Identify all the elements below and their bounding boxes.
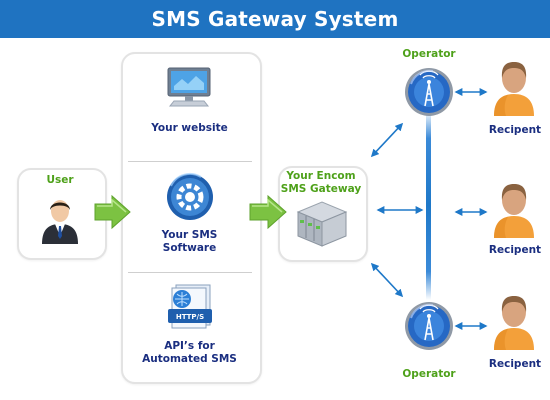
api-icon: HTTP/S <box>168 284 212 329</box>
operator-top-label: Operator <box>402 48 456 60</box>
api-label: API’s for Automated SMS <box>121 340 258 365</box>
http-badge-text: HTTP/S <box>176 313 204 321</box>
user-label: User <box>46 174 74 186</box>
api-line1: API’s for <box>164 340 215 352</box>
website-label: Your website <box>151 122 228 134</box>
operator-bottom-label: Operator <box>402 368 456 380</box>
sms-software-line1: Your SMS <box>161 229 218 241</box>
api-line2: Automated SMS <box>142 352 237 365</box>
tower-icon-bottom <box>405 302 453 350</box>
channels-divider-1 <box>128 161 252 162</box>
recipient-2-label: Recipent <box>488 244 542 256</box>
user-panel <box>17 168 107 260</box>
diagram-title: SMS Gateway System <box>151 7 399 31</box>
gateway-label: Your Encom SMS Gateway <box>278 170 364 195</box>
recipient-icon-3 <box>494 296 534 350</box>
recipient-1-label: Recipent <box>488 124 542 136</box>
recipient-3-label: Recipent <box>488 358 542 370</box>
channels-divider-2 <box>128 272 252 273</box>
sms-software-line2: Software <box>162 241 217 254</box>
green-arrow-channels-to-gateway <box>249 194 287 230</box>
sms-software-label: Your SMS Software <box>121 229 258 254</box>
monitor-icon <box>167 67 211 107</box>
sms-software-icon <box>167 172 213 220</box>
header-banner: SMS Gateway System <box>0 0 550 38</box>
operator-link-bar <box>426 110 431 300</box>
user-icon <box>42 200 78 244</box>
recipient-icon-1 <box>494 62 534 116</box>
gateway-to-bottom-operator-arrow <box>370 262 404 298</box>
recipient-icon-2 <box>494 184 534 238</box>
tower-icon-top <box>405 68 453 116</box>
gateway-to-top-operator-arrow <box>370 122 404 158</box>
server-icon <box>296 201 348 247</box>
gateway-line2: SMS Gateway <box>280 182 362 195</box>
gateway-line1: Your Encom <box>286 170 356 182</box>
green-arrow-user-to-channels <box>94 194 131 230</box>
